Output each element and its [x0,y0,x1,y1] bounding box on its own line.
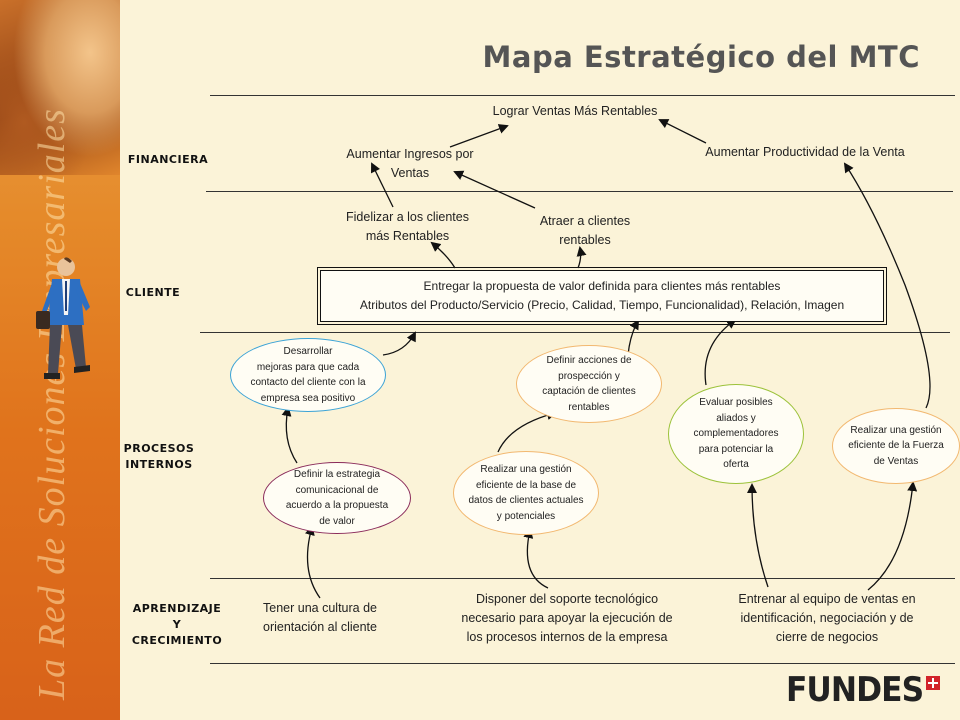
header-photo [0,0,120,175]
arrow-propuesta-to-fidelizar [430,241,456,269]
objective-atraer-clientes: Atraer a clientes rentables [539,214,631,247]
slide-title: Mapa Estratégico del MTC [482,40,920,74]
arrow-soporte-to-gestionbd [523,528,549,589]
objective-cultura-orientacion: Tener una cultura de orientación al clie… [263,601,377,634]
arrow-aliados-to-propuesta [704,318,737,386]
logo-text: FUNDES [785,670,924,710]
separator-cliente-procesos [200,332,950,333]
process-gestion-fuerza-ventas: Realizar una gestión eficiente de la Fue… [832,408,960,484]
arrow-entrenar-to-aliados [747,483,769,588]
perspective-financiera: FINANCIERA [127,153,209,166]
sidebar-banner: La Red de Soluciones Empresariales [0,0,120,720]
arrow-acciones-to-propuesta [627,319,639,356]
objective-aumentar-productividad: Aumentar Productividad de la Venta [705,145,905,159]
process-evaluar-aliados: Evaluar posibles aliados y complementado… [668,384,804,484]
arrow-estrategia-to-desarrollar [281,406,298,464]
objective-aumentar-ingresos: Aumentar Ingresos por Ventas [346,147,474,180]
arrow-gestionbd-to-acciones [497,410,557,453]
perspective-procesos-internos: PROCESOS INTERNOS [123,442,195,471]
arrow-entrenar-to-fuerza [867,481,918,591]
separator-financiera-top [210,95,955,96]
process-desarrollar-mejoras: Desarrollar mejoras para que cada contac… [230,338,386,412]
arrow-fuerza-to-productividad [843,162,931,409]
perspective-cliente: CLIENTE [125,286,181,299]
arrow-cultura-to-estrategia [305,525,321,599]
separator-procesos-aprendizaje [210,578,955,579]
arrow-fidelizar-to-ingresos [371,162,394,208]
fundes-logo: FUNDES [774,670,940,710]
arrow-propuesta-to-atraer [576,246,587,269]
perspective-aprendizaje-crecimiento: APRENDIZAJE Y CRECIMIENTO [131,602,223,647]
objective-entrenar-equipo: Entrenar al equipo de ventas en identifi… [738,592,916,644]
swiss-cross-icon [926,676,940,690]
arrow-productividad-to-lograr [658,119,707,144]
objective-lograr-ventas: Lograr Ventas Más Rentables [492,104,658,118]
objective-fidelizar-clientes: Fidelizar a los clientes más Rentables [346,210,469,243]
separator-financiera-cliente [206,191,953,192]
value-proposition-box: Entregar la propuesta de valor definida … [317,267,887,325]
process-definir-acciones: Definir acciones de prospección y captac… [516,345,662,423]
value-proposition-line-2: Atributos del Producto/Servicio (Precio,… [359,298,845,312]
businessman-illustration [36,257,90,379]
value-proposition-line-1: Entregar la propuesta de valor definida … [423,279,781,293]
arrow-ingresos-to-lograr [449,124,509,148]
separator-bottom [210,663,955,664]
process-definir-estrategia: Definir la estrategia comunicacional de … [263,462,411,534]
process-gestion-base-datos: Realizar una gestión eficiente de la bas… [453,451,599,535]
arrow-desarrollar-to-propuesta [382,331,416,356]
arrow-atraer-to-ingresos [453,170,536,209]
objective-soporte-tecnologico: Disponer del soporte tecnológico necesar… [461,592,673,644]
